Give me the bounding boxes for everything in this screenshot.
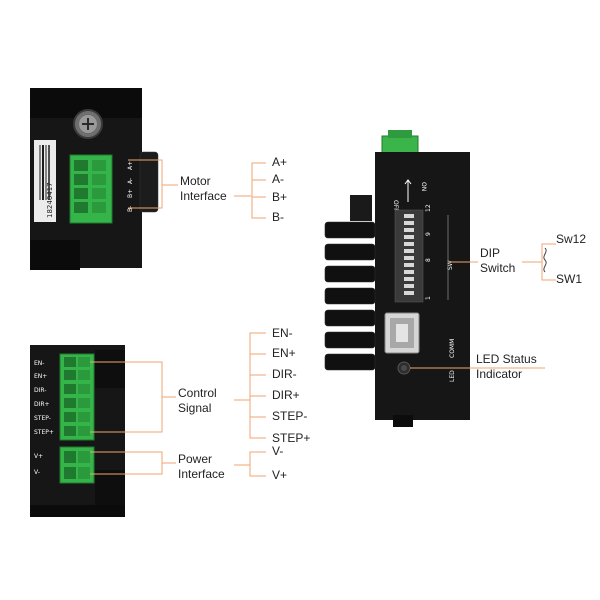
control-title-line2: Signal	[178, 401, 212, 415]
power-title-line2: Interface	[178, 467, 225, 481]
barcode-number: 18240417	[46, 182, 54, 218]
silk-switch-1: 1	[425, 296, 432, 300]
silk-v-minus: V-	[34, 469, 40, 476]
power-title-line1: Power	[178, 452, 213, 466]
silk-v-plus: V+	[34, 453, 43, 460]
silk-a-plus: A+	[127, 161, 134, 170]
control-item-dir-minus: DIR-	[272, 367, 297, 381]
silk-a-minus: A-	[127, 178, 134, 184]
heatsink-fins	[324, 221, 376, 371]
silk-sw: SW	[447, 260, 454, 270]
comm-port	[384, 312, 420, 354]
silk-dir-minus: DIR-	[34, 387, 46, 394]
dip-sw12-label: Sw12	[556, 232, 587, 246]
led-title-line1: LED Status	[476, 352, 537, 366]
control-item-en-plus: EN+	[272, 346, 296, 360]
silk-en-minus: EN-	[34, 360, 44, 367]
driver-bottom-view: EN- EN+ DIR- DIR+ STEP- STEP+ V+ V-	[30, 345, 125, 517]
power-terminal-block	[59, 446, 95, 484]
power-item-v-plus: V+	[272, 468, 288, 482]
motor-item-b-minus: B-	[272, 210, 284, 224]
motor-title-line2: Interface	[180, 189, 227, 203]
led-status-label: LED Status Indicator	[476, 352, 537, 382]
silk-switch-8: 8	[425, 258, 432, 262]
led-title-line2: Indicator	[476, 367, 523, 381]
dip-switch-label: DIP Switch	[480, 246, 515, 276]
control-title-line1: Control	[178, 386, 217, 400]
dip-title-line2: Switch	[480, 261, 516, 275]
dip-switch-block	[394, 209, 424, 303]
barcode-sticker: 18240417	[34, 140, 56, 222]
driver-front-view: OFF ON 12 9 8	[324, 130, 470, 427]
motor-terminal-block	[69, 154, 113, 224]
motor-interface-label: Motor Interface	[180, 174, 227, 204]
motor-item-a-plus: A+	[272, 155, 288, 169]
power-interface-label: Power Interface	[178, 452, 225, 482]
silk-switch-12: 12	[425, 204, 432, 212]
control-item-en-minus: EN-	[272, 326, 293, 340]
power-item-v-minus: V-	[272, 444, 284, 458]
silk-step-minus: STEP-	[34, 415, 51, 422]
silk-on: ON	[420, 182, 427, 191]
motor-item-b-plus: B+	[272, 190, 288, 204]
led-indicator-icon	[397, 361, 411, 375]
silk-comm: COMM	[449, 339, 456, 358]
driver-top-view: 18240417 A+ A- B+ B-	[30, 88, 159, 270]
mounting-screw-icon	[73, 109, 103, 139]
control-item-dir-plus: DIR+	[272, 388, 300, 402]
silk-led: LED	[449, 370, 456, 382]
silk-b-minus: B-	[127, 206, 134, 212]
silk-switch-9: 9	[425, 232, 432, 236]
signal-terminal-block	[59, 353, 95, 441]
control-item-step-plus: STEP+	[272, 431, 311, 445]
dip-sw1-label: SW1	[556, 272, 583, 286]
silk-off: OFF	[392, 200, 399, 212]
dip-title-line1: DIP	[480, 246, 501, 260]
silk-en-plus: EN+	[34, 373, 47, 380]
on-off-arrow-icon	[404, 179, 412, 202]
motor-item-a-minus: A-	[272, 172, 284, 186]
silk-dir-plus: DIR+	[34, 401, 50, 408]
leader-lines	[90, 159, 556, 477]
control-item-step-minus: STEP-	[272, 409, 308, 423]
silk-b-plus: B+	[127, 189, 134, 198]
motor-title-line1: Motor	[180, 174, 211, 188]
control-signal-label: Control Signal	[178, 386, 217, 416]
silk-step-plus: STEP+	[34, 429, 54, 436]
